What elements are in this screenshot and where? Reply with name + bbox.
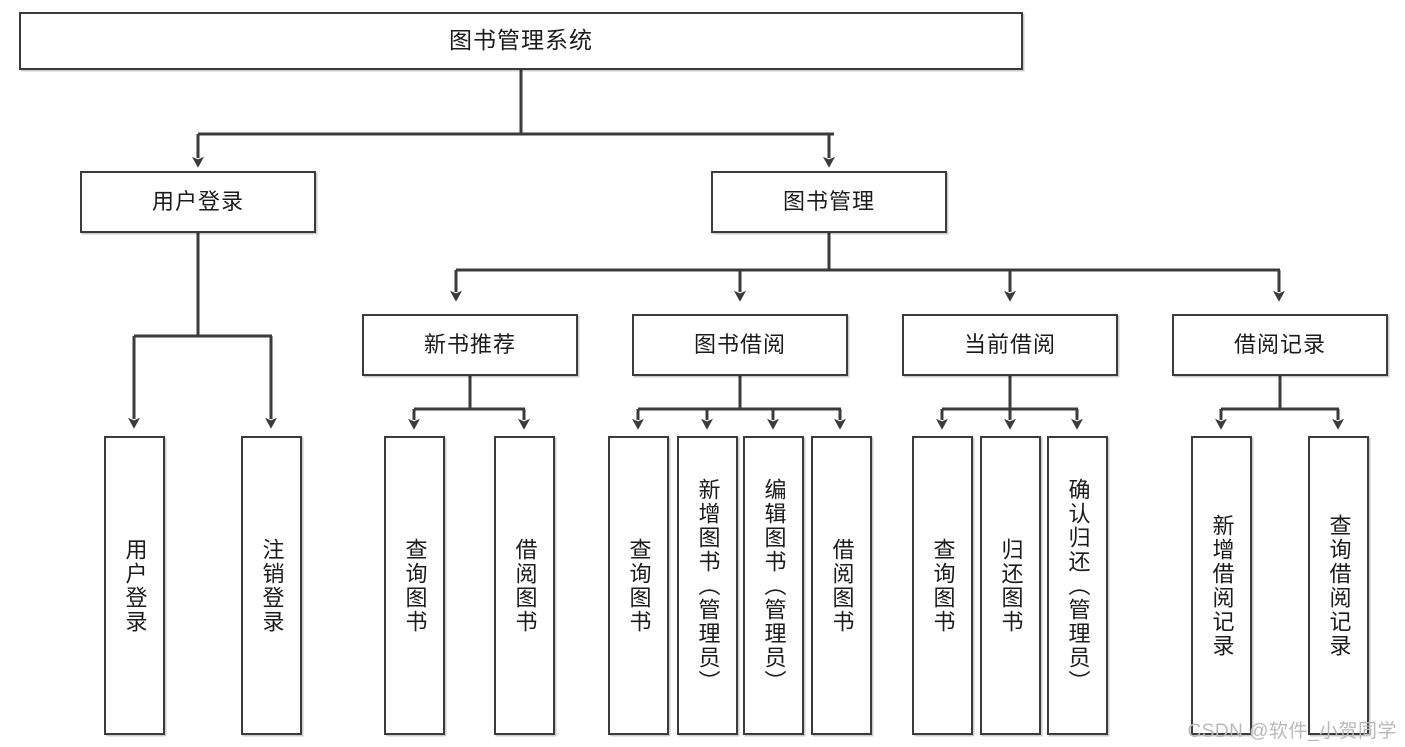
node-new-book-recommend[interactable]: 新书推荐 (362, 314, 578, 376)
watermark: CSDN @软件_小贺同学 (1187, 721, 1397, 742)
leaf-current-borrow-query[interactable]: 查询图书 (912, 436, 973, 735)
node-label: 用户登录 (151, 188, 244, 214)
node-label: 图书管理系统 (449, 27, 593, 54)
node-current-borrow[interactable]: 当前借阅 (902, 314, 1118, 376)
node-borrow-record[interactable]: 借阅记录 (1172, 314, 1388, 376)
node-user-login[interactable]: 用户登录 (80, 171, 316, 233)
leaf-user-login-login[interactable]: 用户登录 (104, 436, 165, 735)
leaf-borrow-record-add[interactable]: 新增借阅记录 (1191, 436, 1252, 735)
leaf-book-borrow-borrow[interactable]: 借阅图书 (811, 436, 872, 735)
leaf-user-login-logout[interactable]: 注销登录 (241, 436, 302, 735)
leaf-book-borrow-add-admin[interactable]: 新增图书（管理员） (677, 436, 738, 735)
leaf-current-borrow-return[interactable]: 归还图书 (980, 436, 1041, 735)
leaf-label: 编辑图书（管理员） (761, 477, 787, 694)
node-root-book-management-system[interactable]: 图书管理系统 (19, 12, 1023, 70)
leaf-label: 查询图书 (402, 537, 428, 634)
node-label: 图书借阅 (693, 331, 786, 357)
leaf-label: 查询图书 (626, 537, 652, 634)
node-label: 当前借阅 (963, 331, 1056, 357)
node-label: 图书管理 (782, 188, 875, 214)
leaf-label: 用户登录 (122, 537, 148, 634)
leaf-current-borrow-confirm-return-admin[interactable]: 确认归还（管理员） (1047, 436, 1108, 735)
leaf-book-borrow-query[interactable]: 查询图书 (608, 436, 669, 735)
leaf-label: 新增借阅记录 (1209, 513, 1235, 658)
leaf-label: 借阅图书 (829, 537, 855, 634)
leaf-label: 借阅图书 (512, 537, 538, 634)
leaf-label: 查询借阅记录 (1326, 513, 1352, 658)
leaf-book-borrow-edit-admin[interactable]: 编辑图书（管理员） (743, 436, 804, 735)
leaf-label: 查询图书 (930, 537, 956, 634)
node-book-borrow[interactable]: 图书借阅 (632, 314, 848, 376)
leaf-borrow-record-query[interactable]: 查询借阅记录 (1308, 436, 1369, 735)
leaf-label: 新增图书（管理员） (695, 477, 721, 694)
node-book-management[interactable]: 图书管理 (711, 171, 947, 233)
leaf-label: 确认归还（管理员） (1065, 477, 1091, 694)
node-label: 新书推荐 (423, 331, 516, 357)
leaf-new-book-borrow[interactable]: 借阅图书 (494, 436, 555, 735)
leaf-label: 归还图书 (998, 537, 1024, 634)
leaf-new-book-query[interactable]: 查询图书 (384, 436, 445, 735)
node-label: 借阅记录 (1233, 331, 1326, 357)
leaf-label: 注销登录 (259, 537, 285, 634)
